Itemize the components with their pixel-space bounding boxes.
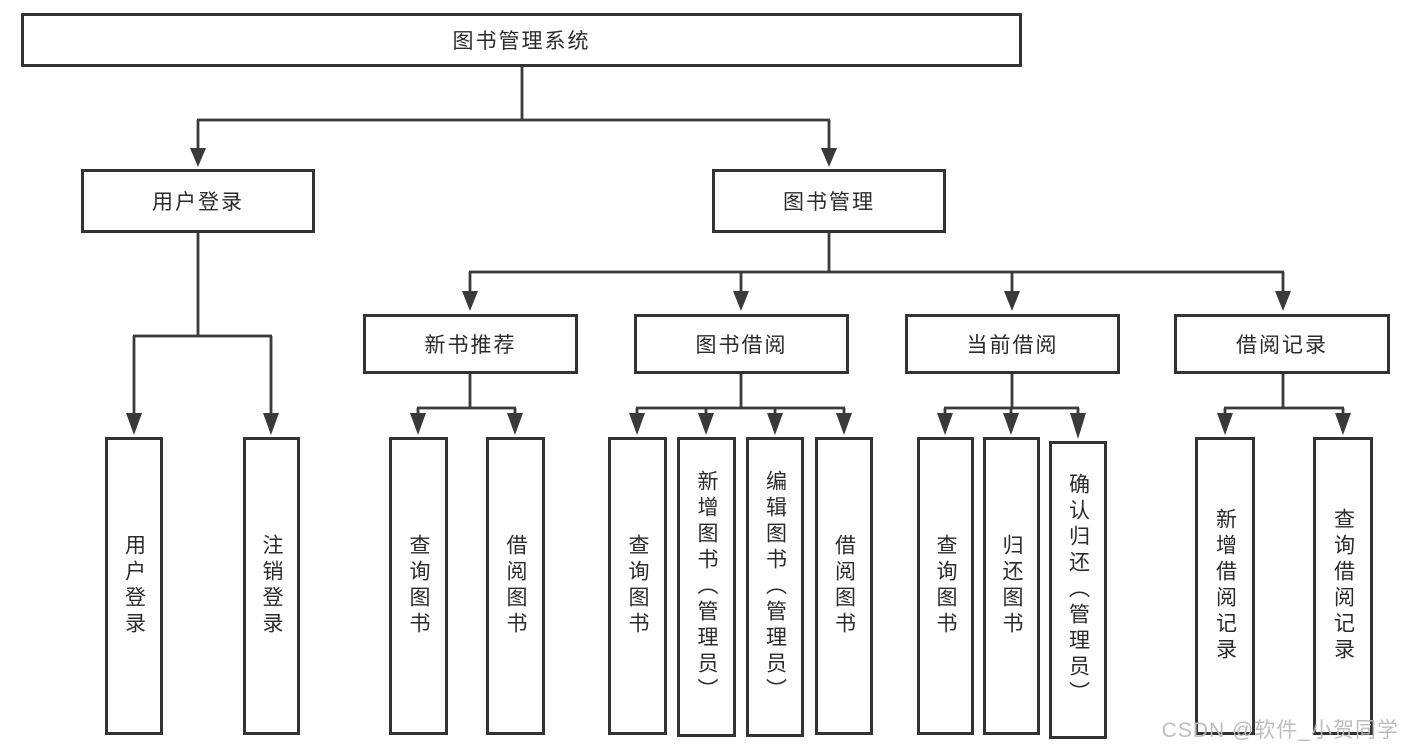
node-label: 借阅记录 xyxy=(1236,334,1328,357)
node-book-management: 图书管理 xyxy=(712,169,946,233)
node-label: 归还图书 xyxy=(1000,534,1024,638)
node-borrow-records: 借阅记录 xyxy=(1174,314,1390,374)
node-label: 当前借阅 xyxy=(966,334,1059,357)
node-label: 查询图书 xyxy=(407,534,431,638)
node-label: 借阅图书 xyxy=(504,534,528,638)
node-current-borrow: 当前借阅 xyxy=(905,314,1120,374)
connector-user-login-children xyxy=(132,233,273,415)
leaf-add-borrow-record: 新增借阅记录 xyxy=(1195,437,1255,735)
node-label: 查询图书 xyxy=(934,534,958,638)
node-label: 查询借阅记录 xyxy=(1331,508,1355,664)
node-label: 编辑图书（管理员） xyxy=(763,470,787,704)
leaf-edit-books-admin: 编辑图书（管理员） xyxy=(746,437,804,737)
connector-new-book-children xyxy=(416,374,517,415)
connector-root-to-level2 xyxy=(196,67,831,150)
leaf-add-books-admin: 新增图书（管理员） xyxy=(677,437,736,737)
node-label: 注销登录 xyxy=(260,534,284,638)
node-label: 新增借阅记录 xyxy=(1213,508,1237,664)
connector-book-borrow-children xyxy=(635,374,846,415)
node-label: 确认归还（管理员） xyxy=(1066,473,1090,707)
node-new-book-recommend: 新书推荐 xyxy=(363,314,578,374)
node-label: 图书借阅 xyxy=(695,334,788,357)
node-label: 用户登录 xyxy=(122,534,146,638)
node-label: 新书推荐 xyxy=(424,334,517,357)
leaf-user-login: 用户登录 xyxy=(105,437,163,735)
connector-borrow-records-children xyxy=(1223,374,1345,415)
leaf-borrow-books: 借阅图书 xyxy=(815,437,873,735)
leaf-query-books-borrow: 查询图书 xyxy=(608,437,667,735)
node-label: 查询图书 xyxy=(626,534,650,638)
leaf-query-borrow-record: 查询借阅记录 xyxy=(1313,437,1373,735)
leaf-logout: 注销登录 xyxy=(243,437,300,735)
leaf-return-books: 归还图书 xyxy=(983,437,1040,735)
node-label: 借阅图书 xyxy=(832,534,856,638)
node-label: 用户登录 xyxy=(152,191,244,214)
node-book-borrow: 图书借阅 xyxy=(634,314,849,374)
leaf-confirm-return-admin: 确认归还（管理员） xyxy=(1049,441,1107,739)
node-library-management-system: 图书管理系统 xyxy=(21,13,1022,67)
connector-current-borrow-children xyxy=(943,374,1080,415)
csdn-watermark: CSDN @软件_小贺同学 xyxy=(1161,719,1399,742)
node-label: 图书管理 xyxy=(783,191,875,214)
node-label: 新增图书（管理员） xyxy=(695,470,719,704)
leaf-borrow-books-recommend: 借阅图书 xyxy=(486,437,545,735)
connector-book-management-children xyxy=(468,233,1285,293)
leaf-query-books-recommend: 查询图书 xyxy=(389,437,448,735)
leaf-query-books-current: 查询图书 xyxy=(917,437,974,735)
node-label: 图书管理系统 xyxy=(452,30,591,53)
node-user-login: 用户登录 xyxy=(81,169,315,233)
